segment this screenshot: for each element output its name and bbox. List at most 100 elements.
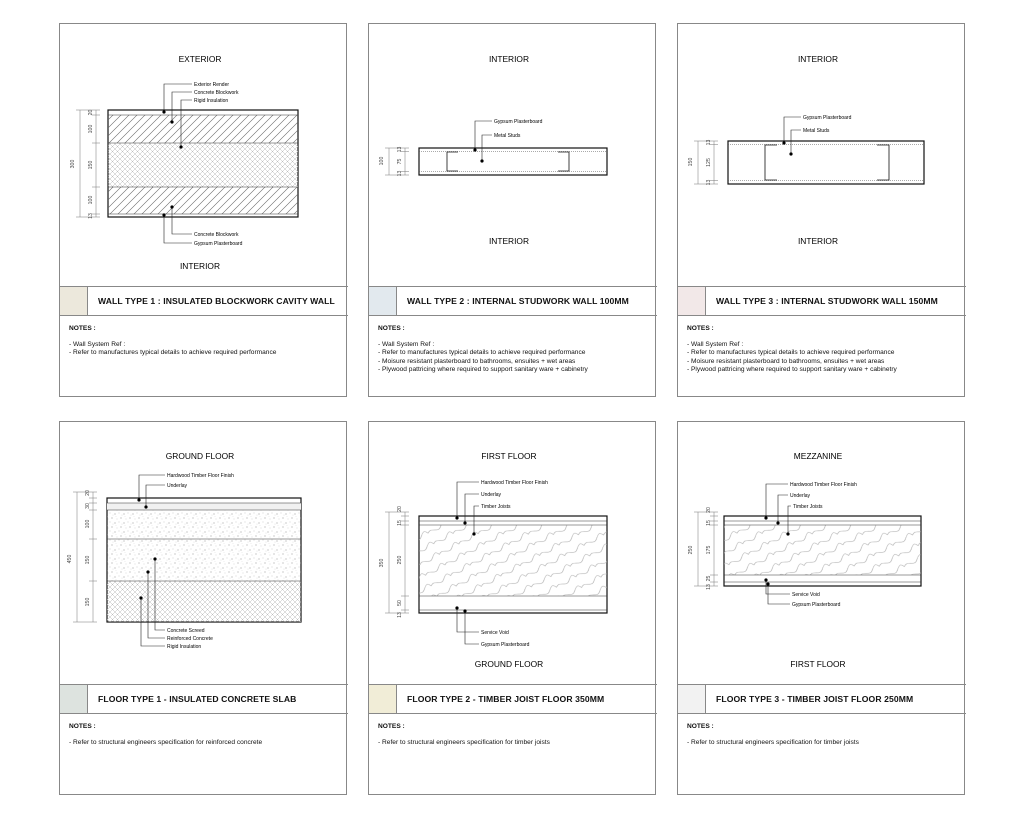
floor-type-title: FLOOR TYPE 3 - TIMBER JOIST FLOOR 250MM (716, 694, 914, 704)
wall-type-2-drawing: INTERIOR INTERIOR Gypsum Plasterboard Me… (379, 54, 608, 246)
dim-blockwork-outer: 100 (88, 125, 94, 134)
dim-plasterboard: 13 (397, 612, 403, 618)
notes-heading: NOTES : (69, 325, 96, 332)
note-line: - Wall System Ref : (687, 341, 744, 349)
timber-joists-layer (419, 525, 607, 596)
title-bar: FLOOR TYPE 2 - TIMBER JOIST FLOOR 350MM (369, 684, 657, 714)
dim-joists: 175 (706, 546, 712, 555)
notes-section: NOTES : - Refer to structural engineers … (69, 723, 262, 747)
callout-timber-joists: Timber Joists (793, 504, 823, 510)
callout-metal-studs: Metal Studs (803, 128, 830, 134)
callout-metal-studs: Metal Studs (494, 133, 521, 139)
dim-stud: 125 (706, 158, 712, 167)
note-line: - Wall System Ref : (378, 341, 435, 349)
note-line: - Refer to structural engineers specific… (378, 739, 550, 747)
callout-gypsum-plasterboard: Gypsum Plasterboard (803, 115, 852, 121)
wall-type-title: WALL TYPE 3 : INTERNAL STUDWORK WALL 150… (716, 296, 938, 306)
wall-type-title: WALL TYPE 1 : INSULATED BLOCKWORK CAVITY… (98, 296, 335, 306)
top-label: EXTERIOR (179, 54, 222, 64)
notes-heading: NOTES : (378, 723, 405, 730)
callout-gypsum-plasterboard: Gypsum Plasterboard (194, 241, 243, 247)
callout-gypsum-plasterboard: Gypsum Plasterboard (792, 602, 841, 608)
top-label: INTERIOR (489, 54, 529, 64)
color-swatch (60, 685, 88, 713)
callout-rigid-insulation: Rigid Insulation (194, 98, 228, 104)
rigid-insulation-layer (107, 581, 301, 622)
note-line: - Refer to structural engineers specific… (69, 739, 263, 747)
callout-hardwood-timber-floor-finish: Hardwood Timber Floor Finish (481, 480, 548, 486)
dim-plasterboard-bottom: 13 (706, 180, 712, 186)
bottom-label: GROUND FLOOR (475, 659, 543, 669)
note-line: - Refer to structural engineers specific… (687, 739, 859, 747)
dim-joists: 250 (397, 556, 403, 565)
wall-type-1-drawing: EXTERIOR INTERIOR Exterior Render Concre… (70, 54, 299, 271)
dim-floor-finish: 20 (397, 506, 403, 512)
note-line: - Moisure resistant plasterboard to bath… (378, 357, 576, 365)
callout-hardwood-timber-floor-finish: Hardwood Timber Floor Finish (790, 482, 857, 488)
dim-plasterboard-top: 13 (706, 140, 712, 146)
concrete-blockwork-inner (108, 187, 298, 214)
dim-insulation: 150 (88, 161, 94, 170)
note-line: - Wall System Ref : (69, 341, 126, 349)
color-swatch (60, 287, 88, 315)
rigid-insulation-layer (108, 143, 298, 187)
dim-screed: 100 (85, 520, 91, 529)
wall-outline (727, 140, 925, 185)
bottom-label: INTERIOR (489, 236, 529, 246)
dim-overall: 350 (379, 559, 385, 568)
callout-gypsum-plasterboard: Gypsum Plasterboard (494, 119, 543, 125)
callout-service-void: Service Void (481, 630, 509, 636)
dim-service-void: 50 (397, 600, 403, 606)
timber-joists-layer (724, 525, 921, 575)
wall-type-title: WALL TYPE 2 : INTERNAL STUDWORK WALL 100… (407, 296, 629, 306)
reinforced-concrete-layer (107, 539, 301, 581)
callout-underlay: Underlay (167, 483, 188, 489)
floor-type-title: FLOOR TYPE 1 - INSULATED CONCRETE SLAB (98, 694, 297, 704)
underlay-layer (107, 503, 301, 510)
color-swatch (678, 685, 706, 713)
note-line: - Refer to manufactures typical details … (378, 349, 586, 357)
callout-exterior-render: Exterior Render (194, 82, 229, 88)
notes-section: NOTES : - Wall System Ref : - Refer to m… (69, 325, 276, 358)
note-line: - Plywood pattricing where required to s… (378, 365, 588, 373)
floor-type-1-card: GROUND FLOOR Hardwood Timber Floor Finis… (59, 421, 348, 795)
dim-underlay: 15 (397, 520, 403, 526)
dim-insulation: 150 (85, 598, 91, 607)
dim-service-void: 25 (706, 576, 712, 582)
dim-underlay: 15 (706, 520, 712, 526)
note-line: - Moisure resistant plasterboard to bath… (687, 357, 885, 365)
notes-section: NOTES : - Wall System Ref : - Refer to m… (378, 325, 588, 374)
top-label: FIRST FLOOR (481, 451, 536, 461)
callout-underlay: Underlay (790, 493, 811, 499)
callout-underlay: Underlay (481, 492, 502, 498)
dim-plasterboard-bottom: 13 (397, 171, 403, 177)
dim-floor-finish: 20 (85, 490, 91, 496)
floor-type-2-card: FIRST FLOOR GROUND FLOOR Hardwood Timber… (368, 421, 657, 795)
callout-gypsum-plasterboard: Gypsum Plasterboard (481, 642, 530, 648)
dim-blockwork-inner: 100 (88, 196, 94, 205)
title-bar: WALL TYPE 2 : INTERNAL STUDWORK WALL 100… (369, 286, 657, 316)
floor-type-1-drawing: GROUND FLOOR Hardwood Timber Floor Finis… (67, 451, 302, 650)
wall-type-3-card: INTERIOR INTERIOR Gypsum Plasterboard Me… (677, 23, 966, 397)
wall-type-3-drawing: INTERIOR INTERIOR Gypsum Plasterboard Me… (688, 54, 925, 246)
top-label: INTERIOR (798, 54, 838, 64)
metal-studs (764, 144, 890, 181)
title-bar: WALL TYPE 3 : INTERNAL STUDWORK WALL 150… (678, 286, 966, 316)
notes-heading: NOTES : (378, 325, 405, 332)
concrete-blockwork-outer (108, 115, 298, 143)
note-line: - Refer to manufactures typical details … (687, 349, 895, 357)
notes-heading: NOTES : (687, 723, 714, 730)
concrete-screed-layer (107, 510, 301, 539)
notes-heading: NOTES : (687, 325, 714, 332)
bottom-label: INTERIOR (180, 261, 220, 271)
dim-overall: 250 (688, 546, 694, 555)
callout-hardwood-timber-floor-finish: Hardwood Timber Floor Finish (167, 473, 234, 479)
dim-underlay: 30 (85, 503, 91, 509)
floor-type-2-drawing: FIRST FLOOR GROUND FLOOR Hardwood Timber… (379, 451, 608, 669)
title-bar: WALL TYPE 1 : INSULATED BLOCKWORK CAVITY… (60, 286, 348, 316)
callout-concrete-blockwork-inner: Concrete Blockwork (194, 232, 239, 238)
dim-overall: 450 (67, 555, 73, 564)
notes-section: NOTES : - Refer to structural engineers … (378, 723, 550, 747)
wall-type-1-card: EXTERIOR INTERIOR Exterior Render Concre… (59, 23, 348, 397)
title-bar: FLOOR TYPE 1 - INSULATED CONCRETE SLAB (60, 684, 348, 714)
